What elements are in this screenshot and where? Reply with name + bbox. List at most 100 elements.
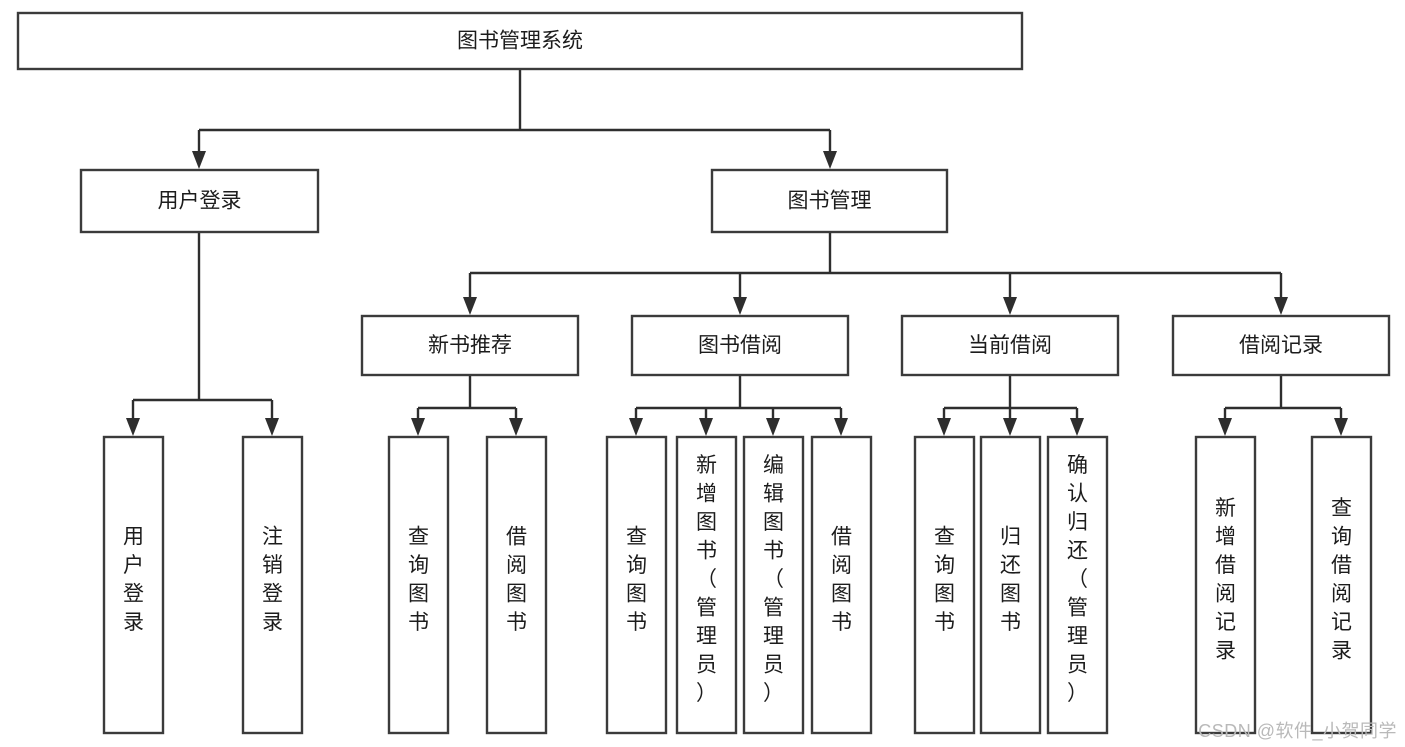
node-label-char: 查 xyxy=(1331,497,1352,520)
node-label-char: 记 xyxy=(1215,611,1236,634)
node-box[interactable] xyxy=(387,435,450,735)
connector-bookmanage-to-level3 xyxy=(463,232,1288,315)
node-label-char: 借 xyxy=(506,525,527,548)
node-label-char: 询 xyxy=(1331,525,1352,548)
node-label-char: 新 xyxy=(696,454,717,477)
connector-fanout-4 xyxy=(1218,375,1348,436)
node-label-char: 还 xyxy=(1067,540,1088,563)
node-label-char: 阅 xyxy=(1331,582,1352,605)
node-label-char: 借 xyxy=(1331,554,1352,577)
level2-node-user-login[interactable]: 用户登录 xyxy=(79,168,320,234)
node-label-char: 书 xyxy=(934,611,955,634)
node-box[interactable] xyxy=(605,435,668,735)
level3-node-borrow-record[interactable]: 借阅记录 xyxy=(1171,314,1391,377)
node-box[interactable] xyxy=(710,168,949,234)
node-label-char: 书 xyxy=(408,611,429,634)
node-label-char: 理 xyxy=(1067,625,1088,648)
node-label-char: 归 xyxy=(1000,525,1021,548)
node-label-char: 员 xyxy=(1067,654,1088,677)
node-label-char: 询 xyxy=(626,554,647,577)
node-label-char: 书 xyxy=(626,611,647,634)
node-label-char: 书 xyxy=(763,540,784,563)
node-label-char: 图 xyxy=(934,582,955,605)
connector-fanout-3 xyxy=(937,375,1084,436)
node-label-char: 图 xyxy=(831,582,852,605)
node-label-char: 辑 xyxy=(763,483,784,506)
node-box[interactable] xyxy=(1194,435,1257,735)
node-label-char: 阅 xyxy=(831,554,852,577)
connectors-layer xyxy=(126,69,1348,436)
nodes-layer: 图书管理系统用户登录图书管理新书推荐图书借阅当前借阅借阅记录用户登录注销登录查询… xyxy=(16,11,1391,735)
node-box[interactable] xyxy=(900,314,1120,377)
node-label-char: 编 xyxy=(763,454,784,477)
node-label-char: 还 xyxy=(1000,554,1021,577)
node-label: 用户登录 xyxy=(158,190,242,213)
root-node-book-management-system[interactable]: 图书管理系统 xyxy=(16,11,1024,71)
level2-node-book-manage[interactable]: 图书管理 xyxy=(710,168,949,234)
node-box[interactable] xyxy=(102,435,165,735)
node-label: 图书管理 xyxy=(788,190,872,213)
node-box[interactable] xyxy=(810,435,873,735)
node-label-char: 借 xyxy=(1215,554,1236,577)
node-box[interactable] xyxy=(630,314,850,377)
level3-node-new-book-recommend[interactable]: 新书推荐 xyxy=(360,314,580,377)
node-box[interactable] xyxy=(675,435,738,735)
watermark-label: CSDN @软件_小贺同学 xyxy=(1198,721,1397,741)
node-box[interactable] xyxy=(742,435,805,735)
node-box[interactable] xyxy=(360,314,580,377)
node-label-char: 查 xyxy=(626,525,647,548)
node-label-char: 借 xyxy=(831,525,852,548)
node-label-char: 查 xyxy=(408,525,429,548)
node-label-char: （ xyxy=(763,568,784,591)
node-label: 新书推荐 xyxy=(428,334,512,357)
node-label-char: 图 xyxy=(1000,582,1021,605)
node-label-char: 查 xyxy=(934,525,955,548)
node-label-char: 询 xyxy=(934,554,955,577)
node-label-char: 图 xyxy=(506,582,527,605)
node-label-char: 销 xyxy=(262,554,283,577)
connector-fanout-0 xyxy=(126,232,279,436)
node-box[interactable] xyxy=(913,435,976,735)
node-box[interactable] xyxy=(241,435,304,735)
node-box[interactable] xyxy=(1171,314,1391,377)
node-label-char: 员 xyxy=(696,654,717,677)
node-label-char: （ xyxy=(696,568,717,591)
node-box[interactable] xyxy=(79,168,320,234)
node-label-char: ） xyxy=(1067,682,1088,705)
node-label-char: 用 xyxy=(123,525,144,548)
node-label-char: 录 xyxy=(1215,639,1236,662)
node-label-char: 询 xyxy=(408,554,429,577)
connector-fanout-2 xyxy=(629,375,848,436)
node-box[interactable] xyxy=(485,435,548,735)
node-label: 当前借阅 xyxy=(968,334,1052,357)
node-label-char: ） xyxy=(696,682,717,705)
node-label-char: 录 xyxy=(1331,639,1352,662)
node-label-char: 理 xyxy=(696,625,717,648)
node-box[interactable] xyxy=(979,435,1042,735)
leaf-node-leaf-user-login[interactable]: 用户登录 xyxy=(102,435,165,735)
node-box[interactable] xyxy=(16,11,1024,71)
node-box[interactable] xyxy=(1310,435,1373,735)
node-label-char: 图 xyxy=(763,511,784,534)
node-label-char: 录 xyxy=(123,611,144,634)
level3-node-current-borrow[interactable]: 当前借阅 xyxy=(900,314,1120,377)
node-label: 借阅记录 xyxy=(1239,334,1323,357)
level3-node-book-borrow[interactable]: 图书借阅 xyxy=(630,314,850,377)
node-box[interactable] xyxy=(1046,435,1109,735)
node-label-char: 图 xyxy=(626,582,647,605)
node-label-char: 认 xyxy=(1067,483,1088,506)
